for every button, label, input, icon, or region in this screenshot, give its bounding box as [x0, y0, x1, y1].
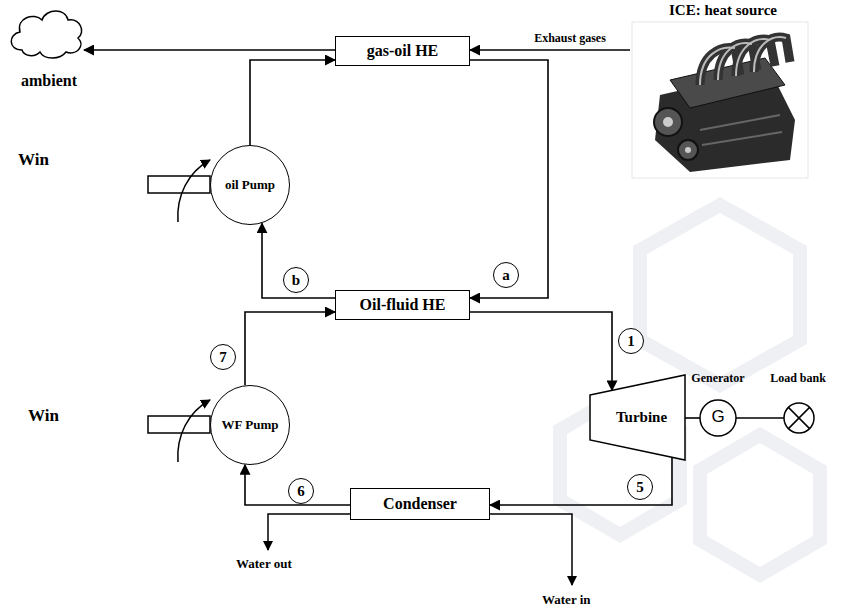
node-label: Condenser [383, 495, 457, 513]
flow-connector [470, 312, 612, 390]
node-label: oil Pump [225, 178, 275, 192]
cooling-water-line [268, 514, 572, 585]
turbine-symbol [590, 375, 685, 460]
callout-circle: a [493, 262, 519, 288]
heat-exchanger-box: gas-oil HE [335, 36, 470, 66]
callout-number: 7 [219, 349, 227, 366]
heat-exchanger-box: Oil-fluid HE [335, 290, 470, 320]
node-heading: Generator [676, 372, 760, 385]
pump-shaft [148, 176, 210, 433]
node-label: gas-oil HE [367, 42, 439, 60]
node-label: WF Pump [222, 418, 279, 432]
callout-circle: b [283, 267, 309, 293]
pump-circle: oil Pump [210, 145, 290, 225]
callout-number: 5 [636, 479, 644, 496]
edge-label: Exhaust gases [534, 31, 606, 46]
callout-circle: 1 [618, 328, 644, 354]
load-bank-symbol [784, 403, 814, 433]
flow-connector [245, 312, 335, 385]
flow-connector [685, 417, 700, 419]
stream-label: Water in [542, 592, 591, 608]
turbine-box: Turbine [590, 375, 685, 460]
node-label: Oil-fluid HE [360, 296, 446, 314]
rotation-arrow [178, 160, 210, 462]
engine-heat-source: ICE: heat source [628, 0, 818, 178]
node-label: G [686, 408, 750, 427]
flow-connector [736, 417, 784, 419]
callout-circle: 6 [288, 478, 314, 504]
node-label: Turbine [616, 409, 667, 426]
engine-illustration [632, 22, 808, 178]
flow-connector [470, 60, 548, 298]
node-heading: Load bank [756, 372, 840, 385]
work-input-label: Win [18, 150, 49, 170]
generator-box: GeneratorG [686, 372, 750, 438]
work-input-label: Win [28, 406, 59, 426]
flow-connector [470, 49, 630, 51]
callout-number: 1 [627, 333, 635, 350]
stream-label: Water out [236, 556, 292, 572]
flow-connector [250, 60, 335, 145]
ambient-cloud: ambient [8, 6, 90, 94]
watermark [560, 205, 820, 575]
callout-number: 6 [297, 483, 305, 500]
flow-connector [245, 465, 350, 505]
node-label: ambient [8, 72, 90, 90]
callout-number: a [502, 267, 510, 284]
cloud-symbol [11, 11, 81, 58]
flow-connector [84, 49, 335, 51]
callout-circle: 7 [210, 344, 236, 370]
callout-number: b [292, 272, 300, 289]
flow-connector [490, 457, 672, 505]
pump-circle: WF Pump [210, 385, 290, 465]
callout-circle: 5 [627, 474, 653, 500]
node-heading: ICE: heat source [628, 2, 818, 19]
load-bank-box: Load bank [756, 372, 840, 434]
flow-connector [262, 223, 335, 298]
condenser-box: Condenser [350, 488, 490, 520]
